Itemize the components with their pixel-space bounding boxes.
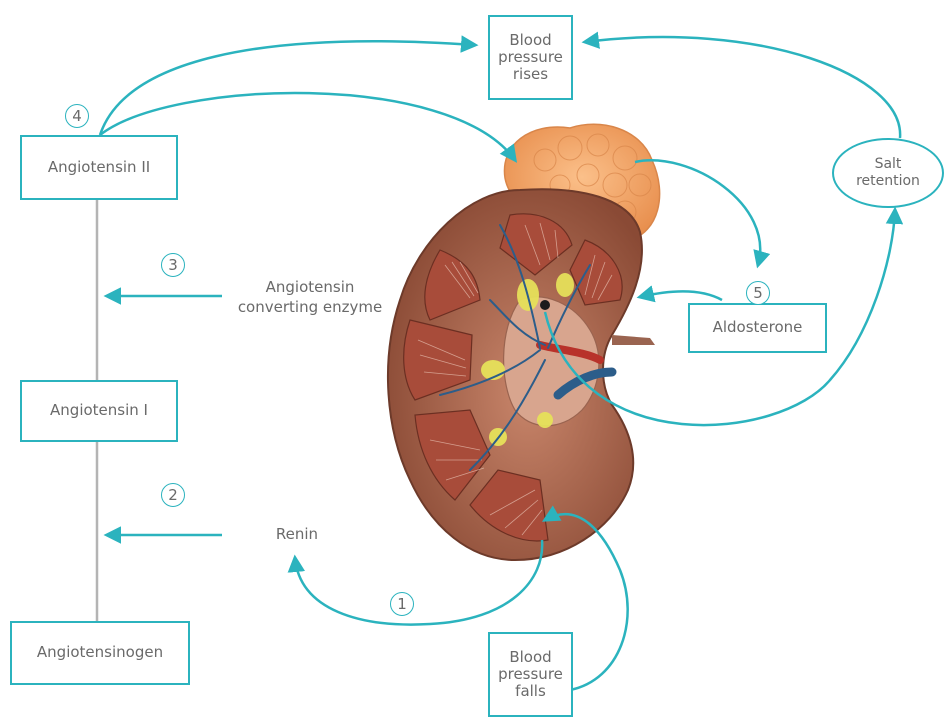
arrow-angII-to-bp <box>100 41 475 135</box>
step-4: 4 <box>65 104 89 128</box>
box-angiotensin-i: Angiotensin I <box>20 380 178 442</box>
box-angiotensinogen: Angiotensinogen <box>10 621 190 685</box>
box-blood-pressure-falls: Blood pressure falls <box>488 632 573 717</box>
kidney-illustration <box>388 124 660 560</box>
step-2: 2 <box>161 483 185 507</box>
arrow-salt-to-bp <box>585 37 900 138</box>
step-1: 1 <box>390 592 414 616</box>
ureter <box>612 335 655 345</box>
label-ace: Angiotensin converting enzyme <box>230 277 390 318</box>
box-aldosterone: Aldosterone <box>688 303 827 353</box>
step-5: 5 <box>746 281 770 305</box>
box-blood-pressure-rises: Blood pressure rises <box>488 15 573 100</box>
box-angiotensin-ii: Angiotensin II <box>20 135 178 200</box>
arrow-aldo-to-kidney <box>640 291 722 300</box>
label-renin: Renin <box>262 524 332 544</box>
step-3: 3 <box>161 253 185 277</box>
ellipse-salt-retention: Salt retention <box>832 138 944 208</box>
